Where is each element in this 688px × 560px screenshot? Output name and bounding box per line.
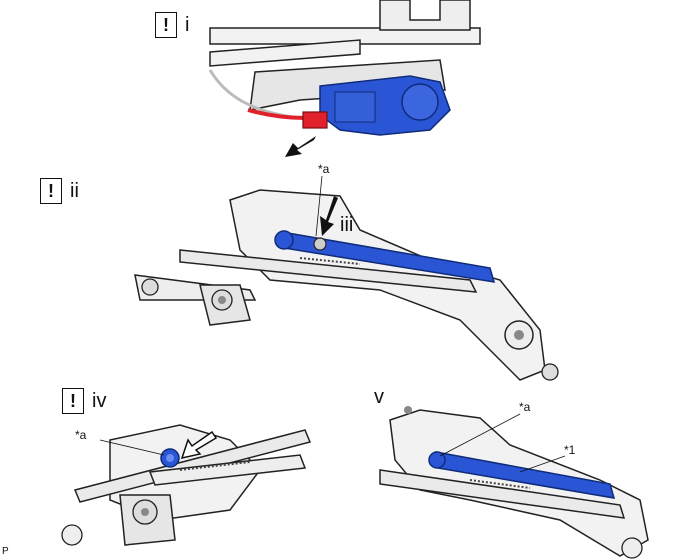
illustration-code: P	[2, 546, 9, 557]
step-iv-label: iv	[92, 389, 107, 412]
panel-iv-closeup	[61, 424, 312, 546]
step-iv-badge: ! iv	[62, 388, 106, 414]
step-v-badge: v	[374, 386, 384, 409]
arrow-nut-icon	[320, 196, 338, 236]
callout-a-ii: *a	[318, 162, 330, 176]
callout-a-v: *a	[519, 400, 531, 414]
step-ii-badge: ! ii	[40, 178, 79, 204]
step-iii-label: iii	[340, 214, 354, 236]
callout-a-iv: *a	[75, 428, 87, 442]
caution-mark-icon: !	[62, 388, 84, 414]
arrow-connector-icon	[285, 136, 316, 157]
panel-ii-linkage	[134, 175, 559, 381]
step-v-label: v	[374, 386, 384, 408]
caution-mark-icon: !	[40, 178, 62, 204]
step-i-badge: ! i	[155, 12, 189, 38]
step-ii-label: ii	[70, 179, 79, 202]
panel-v-linkage	[379, 406, 649, 559]
panel-i-motor-assembly	[208, 0, 481, 157]
callout-1-v: *1	[564, 443, 576, 457]
step-i-label: i	[185, 13, 190, 36]
step-iii-badge: iii	[340, 214, 353, 237]
hollow-arrow-icon	[180, 430, 218, 460]
caution-mark-icon: !	[155, 12, 177, 38]
